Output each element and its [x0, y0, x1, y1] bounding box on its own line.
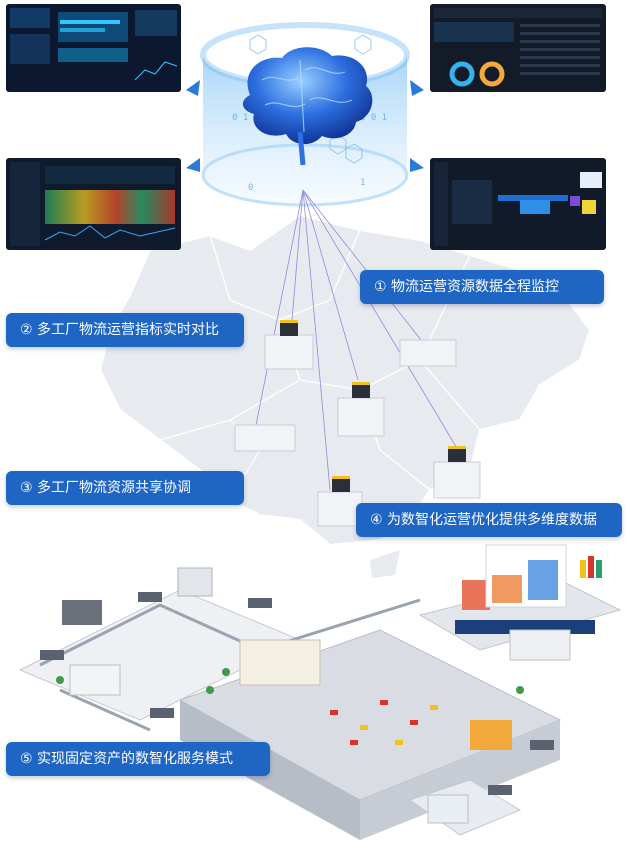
callout-digital-service-model: ⑤ 实现固定资产的数智化服务模式: [6, 742, 270, 776]
dashboard-screenshot-top-right: [430, 4, 606, 92]
callout-resource-sharing: ③ 多工厂物流资源共享协调: [6, 471, 244, 505]
callout-multidimensional-data: ④ 为数智化运营优化提供多维度数据: [356, 503, 622, 537]
arrow-icon: [186, 158, 200, 172]
svg-text:0: 0: [248, 183, 253, 193]
factory-icon: [399, 339, 457, 367]
dashboard-screenshot-bottom-left: [6, 158, 181, 250]
dashboard-screenshot-bottom-right: [430, 158, 606, 250]
callout-realtime-comparison: ② 多工厂物流运营指标实时对比: [6, 313, 244, 347]
factory-icon: [234, 424, 296, 452]
arrow-icon: [186, 80, 200, 96]
svg-text:1: 1: [360, 178, 365, 188]
brain-icon: [242, 47, 373, 166]
svg-text:0 1 0: 0 1 0: [232, 113, 259, 123]
factory-icon: [317, 476, 363, 527]
arrow-icon: [410, 80, 424, 96]
arrow-icon: [410, 158, 424, 172]
factory-icon: [264, 320, 314, 370]
factory-icon: [433, 446, 481, 499]
svg-text:1 0 1: 1 0 1: [360, 113, 387, 123]
callout-monitoring: ① 物流运营资源数据全程监控: [360, 270, 604, 304]
logistics-park-illustration: [18, 544, 622, 840]
factory-icon: [337, 382, 385, 437]
dashboard-screenshot-top-left: [6, 4, 181, 92]
